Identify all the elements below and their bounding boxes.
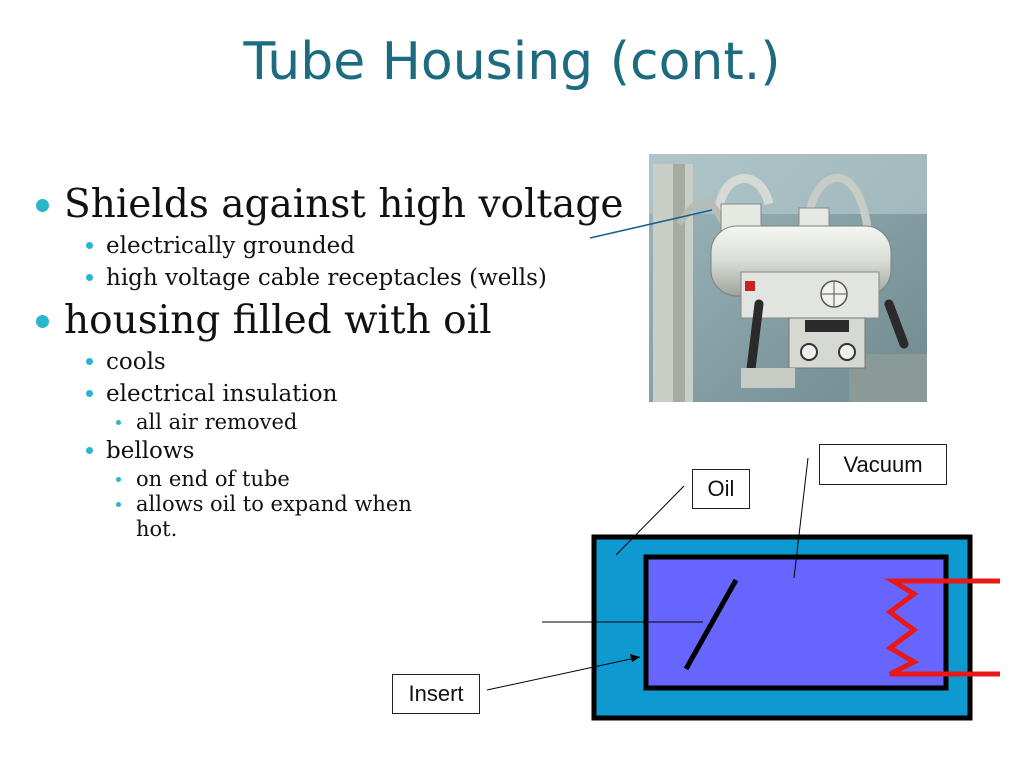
vacuum-callout-line [793, 457, 809, 579]
sub-bullet-receptacles: high voltage cable receptacles (wells) [64, 262, 628, 294]
sub-sub-bullet-air: all air removed [64, 410, 628, 435]
glass-insert [643, 554, 949, 691]
bullet-text: Shields against high voltage [64, 182, 624, 227]
bullet-text: housing filled with oil [64, 298, 492, 343]
insert-label: Insert [392, 674, 480, 714]
sub-bullet-text: high voltage cable receptacles (wells) [106, 265, 547, 291]
tube-housing-photo [649, 154, 927, 402]
vacuum-label: Vacuum [819, 444, 947, 485]
bellows-coil [884, 578, 1000, 677]
insert-callout-line [486, 656, 641, 691]
insert-arrowhead [630, 654, 640, 662]
sub-sub-bullet-text: allows oil to expand when hot. [136, 492, 412, 541]
bullet-list: Shields against high voltage electricall… [28, 182, 628, 546]
sub-bullet-insulation: electrical insulation all air removed [64, 378, 628, 435]
sub-sub-bullet-end: on end of tube [64, 467, 628, 492]
anode-line [683, 578, 739, 671]
slide-title: Tube Housing (cont.) [243, 32, 781, 92]
bullet-shields: Shields against high voltage electricall… [28, 182, 628, 294]
sub-bullet-text: electrically grounded [106, 233, 355, 259]
sub-bullet-text: cools [106, 349, 166, 375]
oil-housing [591, 534, 973, 721]
sub-bullet-bellows: bellows on end of tube allows oil to exp… [64, 435, 628, 542]
sub-bullet-grounded: electrically grounded [64, 230, 628, 262]
sub-bullet-text: electrical insulation [106, 381, 338, 407]
sub-sub-bullet-text: all air removed [136, 410, 298, 434]
bullet-oil: housing filled with oil cools electrical… [28, 298, 628, 542]
sub-bullet-text: bellows [106, 438, 195, 464]
sub-sub-bullet-expand: allows oil to expand when hot. [64, 492, 426, 542]
oil-label: Oil [692, 469, 750, 509]
sub-sub-bullet-text: on end of tube [136, 467, 290, 491]
sub-bullet-cools: cools [64, 346, 628, 378]
